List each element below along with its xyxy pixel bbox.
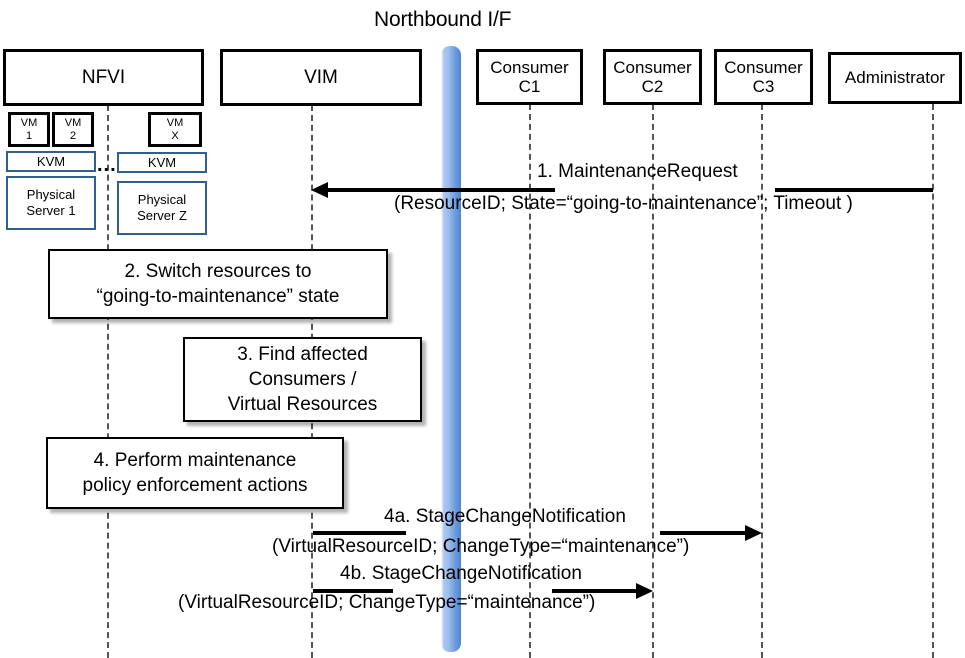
message-4b-line-left: [313, 589, 393, 593]
lifeline-c3: [761, 104, 763, 658]
physical-server-z-line1: Physical: [137, 192, 187, 208]
actor-label-c3-line1: Consumer: [724, 57, 803, 77]
physical-server-z-line2: Server Z: [137, 208, 187, 223]
vm-2-label-line1: VM: [64, 117, 82, 130]
lifeline-nfvi: [107, 105, 109, 658]
lifeline-c1: [529, 104, 531, 658]
physical-server-box-1[interactable]: Physical Server 1: [6, 176, 96, 230]
note-3-line2: Consumers /: [248, 368, 357, 390]
actor-label-administrator: Administrator: [844, 68, 946, 88]
actor-label-c3-line2: C3: [752, 77, 775, 96]
northbound-interface-bar: [441, 46, 461, 652]
vm-2-label-line2: 2: [69, 129, 77, 142]
message-1-title-text: 1. MaintenanceRequest: [537, 161, 738, 182]
note-3-line3: Virtual Resources: [227, 394, 378, 416]
note-4-line1: 4. Perform maintenance: [93, 449, 297, 471]
actor-box-nfvi[interactable]: NFVI: [3, 49, 204, 106]
message-4b-title: 4b. StageChangeNotification: [340, 563, 582, 586]
actor-label-c2-line1: Consumer: [613, 57, 692, 77]
message-4a-line-left: [313, 531, 406, 535]
message-4a-arrowhead: [745, 525, 762, 541]
vm-1-label-line2: 1: [25, 129, 33, 142]
ellipsis-label: ...: [97, 154, 117, 176]
actor-box-vim[interactable]: VIM: [220, 49, 422, 106]
message-4b-params-text: (VirtualResourceID; ChangeType=“maintena…: [178, 592, 596, 613]
message-4a-title-text: 4a. StageChangeNotification: [384, 506, 626, 527]
note-2-line1: 2. Switch resources to: [124, 260, 312, 282]
message-4b-title-text: 4b. StageChangeNotification: [340, 563, 582, 584]
actor-box-administrator[interactable]: Administrator: [828, 52, 962, 104]
kvm-left-label: KVM: [36, 153, 66, 169]
message-1-arrowhead: [311, 182, 328, 198]
note-box-3[interactable]: 3. Find affected Consumers / Virtual Res…: [183, 337, 422, 422]
message-1-line-left: [328, 188, 555, 192]
actor-box-consumer-c2[interactable]: Consumer C2: [603, 49, 702, 105]
actor-label-nfvi: NFVI: [81, 66, 126, 88]
message-1-params-text: (ResourceID; State=“going-to-maintenance…: [394, 193, 853, 214]
kvm-box-left[interactable]: KVM: [6, 151, 96, 172]
vm-box-x[interactable]: VM X: [148, 112, 202, 147]
physical-server-box-z[interactable]: Physical Server Z: [117, 181, 207, 235]
message-4b-arrowhead: [636, 583, 653, 599]
kvm-right-label: KVM: [147, 154, 177, 170]
note-box-4[interactable]: 4. Perform maintenance policy enforcemen…: [46, 437, 344, 509]
vm-box-2[interactable]: VM 2: [52, 112, 94, 147]
note-3-line1: 3. Find affected: [237, 343, 368, 365]
message-4a-params: (VirtualResourceID; ChangeType=“maintena…: [272, 536, 689, 559]
vm-box-1[interactable]: VM 1: [8, 112, 50, 147]
diagram-title: Northbound I/F: [374, 8, 512, 31]
infrastructure-ellipsis: ...: [97, 155, 117, 175]
note-4-line2: policy enforcement actions: [82, 475, 308, 496]
message-1-title: 1. MaintenanceRequest: [537, 161, 738, 184]
message-4b-params: (VirtualResourceID; ChangeType=“maintena…: [178, 592, 595, 615]
lifeline-admin: [932, 104, 934, 658]
actor-label-vim: VIM: [304, 66, 338, 88]
note-box-2[interactable]: 2. Switch resources to “going-to-mainten…: [48, 249, 388, 319]
actor-label-c1-line1: Consumer: [490, 57, 569, 77]
kvm-box-right[interactable]: KVM: [117, 152, 207, 173]
message-4b-line-right: [552, 589, 637, 593]
physical-server-1-line2: Server 1: [26, 203, 76, 218]
vm-x-label-line1: VM: [166, 117, 184, 130]
message-4a-params-text: (VirtualResourceID; ChangeType=“maintena…: [272, 536, 690, 557]
message-4a-title: 4a. StageChangeNotification: [384, 506, 626, 529]
note-2-line2: “going-to-maintenance” state: [96, 286, 340, 307]
actor-label-c1-line2: C1: [518, 77, 541, 96]
actor-box-consumer-c1[interactable]: Consumer C1: [476, 49, 583, 105]
actor-box-consumer-c3[interactable]: Consumer C3: [714, 49, 813, 105]
message-1-params: (ResourceID; State=“going-to-maintenance…: [394, 193, 853, 216]
vm-x-label-line2: X: [171, 129, 179, 142]
physical-server-1-line1: Physical: [26, 187, 76, 203]
message-4a-line-right: [660, 531, 747, 535]
lifeline-c2: [652, 104, 654, 658]
vm-1-label-line1: VM: [20, 117, 38, 130]
message-1-line-right: [775, 188, 933, 192]
actor-label-c2-line2: C2: [641, 77, 664, 96]
